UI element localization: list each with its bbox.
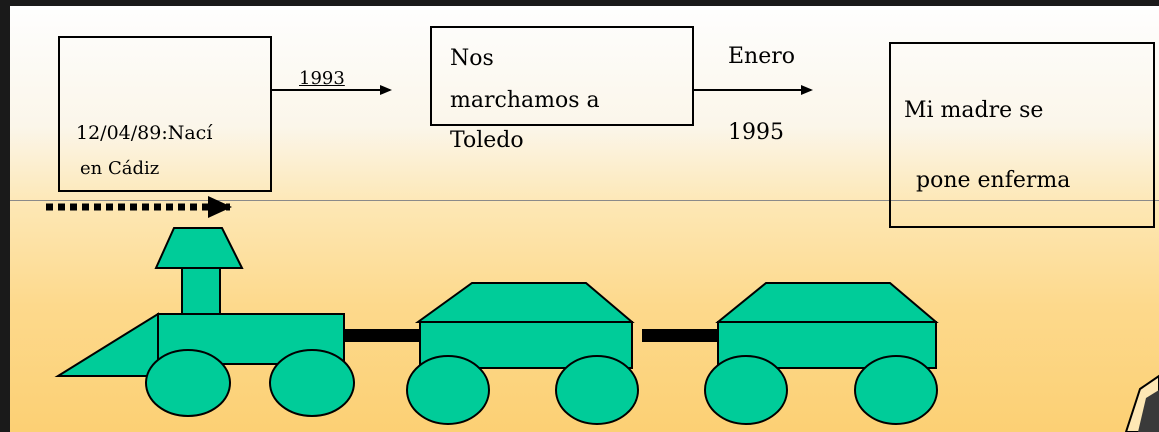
event-birth-date: 12/04/89:Nací: [76, 122, 213, 144]
divider-line: [10, 200, 1159, 201]
wheel-wagon1-rear: [555, 355, 639, 425]
coupler-2: [642, 329, 718, 342]
event-illness-line1: Mi madre se: [904, 98, 1044, 123]
locomotive-chimney-cap: [154, 227, 244, 269]
timeline-slide: 12/04/89:Nací en Cádiz 1993 Nos marchamo…: [10, 6, 1159, 432]
wheel-loco-rear: [269, 349, 355, 417]
event-box-illness: [889, 42, 1155, 228]
event-move-line3: Toledo: [450, 128, 524, 153]
locomotive-chimney: [181, 267, 221, 315]
arrow-label-enero: Enero: [728, 44, 796, 69]
event-box-birth: [58, 36, 272, 192]
event-birth-place: en Cádiz: [80, 158, 160, 179]
train-drawing: [46, 85, 1159, 432]
wheel-loco-front: [145, 349, 231, 417]
wagon-2-roof: [715, 282, 939, 323]
wheel-wagon2-front: [704, 355, 788, 425]
wagon-1-roof: [414, 282, 635, 323]
arrow-label-1993: 1993: [299, 68, 345, 89]
event-illness-line2: pone enferma: [916, 168, 1071, 193]
locomotive-cowcatcher: [54, 312, 159, 377]
wheel-wagon2-rear: [854, 355, 938, 425]
event-box-move: [430, 26, 694, 126]
event-move-line2: marchamos a: [450, 88, 600, 113]
arrow-label-1995: 1995: [728, 120, 784, 145]
event-move-line1: Nos: [450, 46, 494, 71]
wheel-wagon1-front: [406, 355, 490, 425]
coupler-1: [344, 329, 420, 342]
